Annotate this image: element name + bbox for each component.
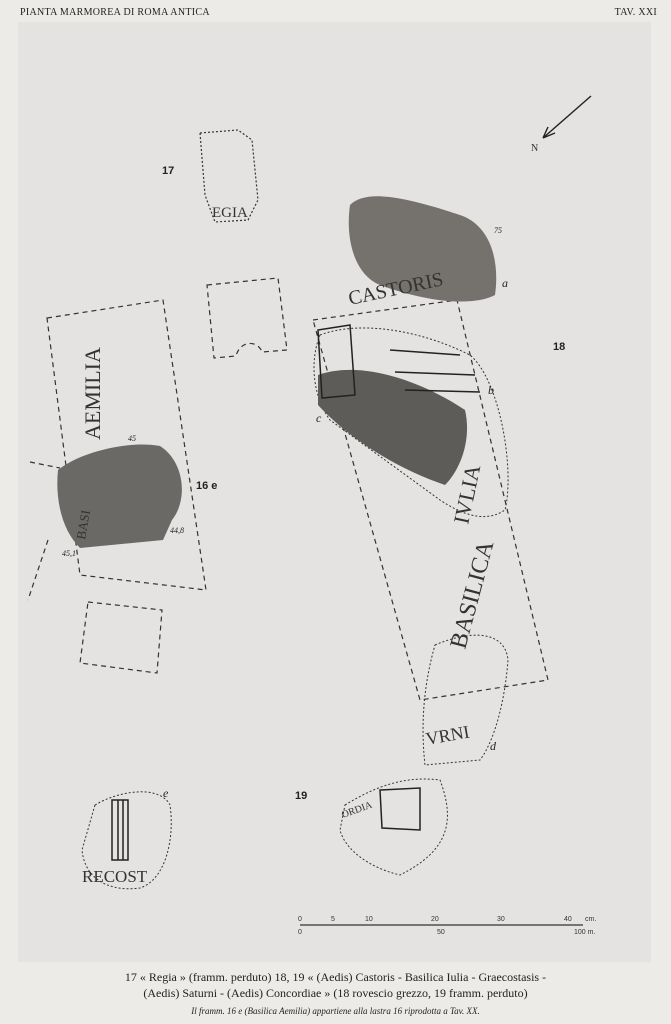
mark-45-1: 45,1: [62, 549, 76, 558]
scale-tick: 30: [497, 916, 505, 923]
letter-d: d: [490, 739, 497, 753]
inscription-aemilia: AEMILIA: [80, 347, 105, 440]
mark-75: 75: [494, 226, 502, 235]
scale-tick: 20: [431, 916, 439, 923]
fragment-18a: [348, 196, 497, 302]
caption-line-2: (Aedis) Saturni - (Aedis) Concordiae » (…: [143, 986, 528, 1000]
scale-unit-m: 100 m.: [574, 929, 595, 936]
inscription-egia: EGIA: [212, 205, 248, 221]
scale-tick: 40: [564, 916, 572, 923]
letter-c: c: [316, 411, 322, 425]
letter-e: e: [163, 786, 169, 800]
small-room-outline: [206, 277, 288, 359]
inscription-recost: RECOST: [82, 867, 148, 886]
scale-unit-cm: cm.: [585, 916, 596, 923]
plate-number: TAV. XXI: [614, 7, 657, 18]
label-18: 18: [553, 341, 565, 353]
scale-tick: 50: [437, 929, 445, 936]
caption-line-1: 17 « Regia » (framm. perduto) 18, 19 « (…: [124, 970, 547, 984]
mark-44-8: 44,8: [170, 526, 184, 535]
fragment-e-outline: [81, 791, 172, 890]
fragment-19-outline: [339, 778, 448, 876]
inscription-ordia: ORDIA: [340, 799, 374, 820]
scale-bar: 0 5 10 20 30 40 cm. 0 50 100 m.: [298, 916, 596, 936]
label-16e: 16 e: [196, 480, 217, 492]
scale-tick: 5: [331, 916, 335, 923]
inscription-basilica: BASILICA: [446, 537, 500, 651]
scale-tick: 0: [298, 916, 302, 923]
north-label: N: [531, 143, 538, 154]
fragment-16e: [57, 444, 182, 548]
label-19: 19: [295, 790, 307, 802]
fragment-18c: [318, 369, 468, 485]
inscription-basi-fragment: BASI: [73, 509, 93, 541]
regia-outline: [199, 129, 259, 223]
caption-note: Il framm. 16 e (Basilica Aemilia) appart…: [191, 1006, 480, 1016]
mark-45: 45: [128, 434, 136, 443]
basilica-iulia-outline: [312, 299, 549, 701]
fragment-d-outline: [422, 634, 509, 766]
running-header-title: PIANTA MARMOREA DI ROMA ANTICA: [20, 7, 210, 18]
aemilia-outline: [46, 299, 207, 591]
letter-a: a: [502, 276, 508, 290]
scale-tick: 0: [298, 929, 302, 936]
scale-tick: 10: [365, 916, 373, 923]
label-17: 17: [162, 165, 174, 177]
lower-room-outline: [79, 601, 163, 674]
letter-b: b: [488, 383, 494, 397]
inscription-vrni: VRNI: [424, 722, 471, 749]
